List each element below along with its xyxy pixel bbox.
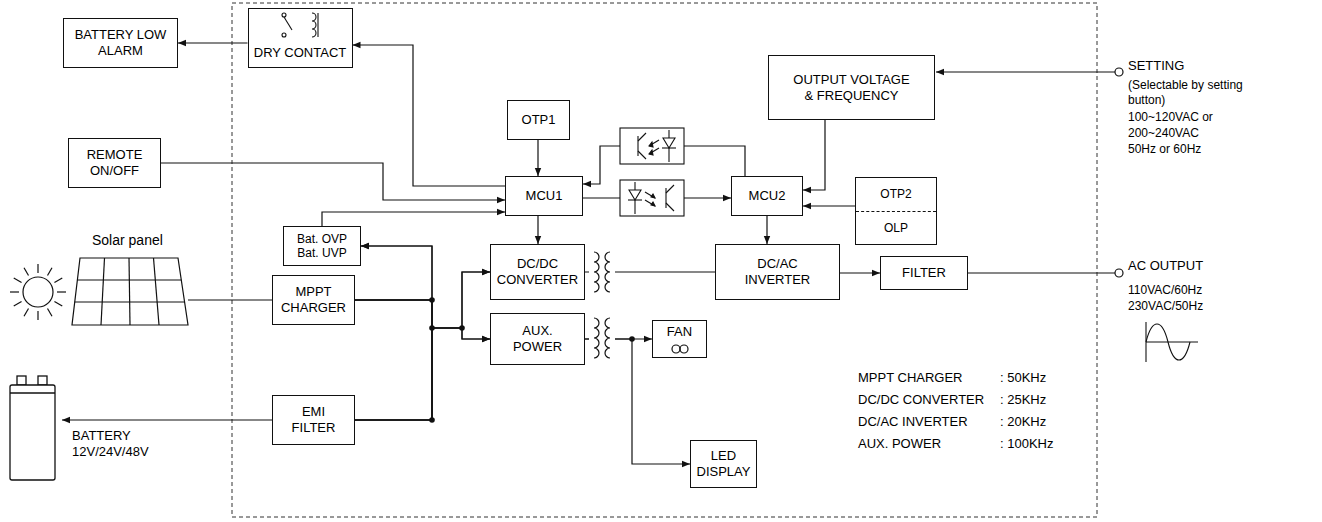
connector xyxy=(537,140,538,176)
annotation-label: DC/DC CONVERTER xyxy=(858,392,984,408)
node-text: DC/DC CONVERTER xyxy=(493,256,583,287)
connector xyxy=(161,163,505,200)
display-box: LED DISPLAY xyxy=(690,440,757,488)
node-text: MCU1 xyxy=(526,188,563,204)
protection-box: Bat. OVP Bat. UVP xyxy=(283,226,361,266)
protection-box: OTP1 xyxy=(507,100,570,140)
battery-icon xyxy=(10,376,55,480)
annotation-label: AC OUTPUT xyxy=(1128,258,1203,274)
annotation-label: SETTING xyxy=(1128,58,1184,74)
fan-symbol xyxy=(672,345,688,353)
charger-box: MPPT CHARGER xyxy=(272,275,355,325)
connector xyxy=(355,246,432,420)
node-text: OTP2 xyxy=(856,178,936,211)
node-text: REMOTE ON/OFF xyxy=(75,147,155,178)
dry-contact-relay: DRY CONTACT xyxy=(248,8,353,68)
sine-wave-symbol xyxy=(1146,322,1198,362)
connector xyxy=(355,300,490,339)
inverter-box: DC/AC INVERTER xyxy=(715,244,840,300)
protection-box: OTP2OLP xyxy=(855,177,937,245)
remote-box: REMOTE ON/OFF xyxy=(68,138,161,188)
terminal xyxy=(1115,269,1123,277)
optocoupler-symbol xyxy=(620,128,684,164)
connector xyxy=(322,212,505,226)
annotation-label: 110VAC/60Hz xyxy=(1128,283,1202,298)
node-text: FILTER xyxy=(902,265,946,281)
node-text: OTP1 xyxy=(522,112,556,128)
connector xyxy=(355,328,490,420)
connector xyxy=(803,120,825,190)
output-wire xyxy=(968,272,1115,273)
node-text: MPPT CHARGER xyxy=(276,284,351,315)
terminal xyxy=(1115,68,1123,76)
setting-wire xyxy=(936,71,1115,72)
connector xyxy=(355,272,490,420)
relay-symbol xyxy=(282,13,318,37)
alarm-box: BATTERY LOW ALARM xyxy=(63,18,178,68)
annotation-label: 50Hz or 60Hz xyxy=(1128,142,1201,157)
setting-box: OUTPUT VOLTAGE & FREQUENCY xyxy=(768,55,935,120)
filter-box: FILTER xyxy=(880,256,968,290)
annotation-label: : 20KHz xyxy=(1000,414,1046,430)
power-box: AUX. POWER xyxy=(490,313,585,365)
annotation-label: 200~240VAC xyxy=(1128,126,1199,141)
node-text: AUX. POWER xyxy=(508,323,568,354)
optocoupler-symbol xyxy=(620,180,684,216)
node-text: OLP xyxy=(856,211,936,245)
annotation-label: (Selectable by setting button) xyxy=(1128,78,1268,108)
converter-box: DC/DC CONVERTER xyxy=(490,244,585,300)
annotation-label: : 100KHz xyxy=(1000,436,1053,452)
junction-dot xyxy=(429,297,635,423)
solar-panel-icon xyxy=(72,258,188,325)
annotation-label: : 50KHz xyxy=(1000,370,1046,386)
connector xyxy=(803,205,855,206)
mcu-box: MCU2 xyxy=(731,176,803,216)
node-text: LED DISPLAY xyxy=(694,448,754,479)
mcu-box: MCU1 xyxy=(505,176,583,216)
annotation-label: 230VAC/50Hz xyxy=(1128,299,1203,314)
battery-wire xyxy=(62,419,272,420)
node-text: FAN xyxy=(667,324,692,340)
connector xyxy=(353,45,506,186)
fan-box: FAN xyxy=(652,320,707,358)
annotation-label: AUX. POWER xyxy=(858,436,941,452)
connector xyxy=(355,300,432,420)
annotation-label: Solar panel xyxy=(92,232,163,250)
node-text: BATTERY LOW ALARM xyxy=(71,27,171,58)
node-text: OUTPUT VOLTAGE & FREQUENCY xyxy=(792,72,912,103)
node-text: DRY CONTACT xyxy=(254,45,346,61)
annotation-label: DC/AC INVERTER xyxy=(858,414,968,430)
node-text: Bat. OVP Bat. UVP xyxy=(291,232,353,261)
node-text: MCU2 xyxy=(749,188,786,204)
connector xyxy=(840,272,880,273)
transformer-symbol xyxy=(589,250,615,362)
node-text: DC/AC INVERTER xyxy=(738,256,818,287)
connector xyxy=(355,246,432,300)
connector xyxy=(178,42,248,43)
solar-wire xyxy=(188,299,272,300)
filter-box: EMI FILTER xyxy=(272,395,355,445)
annotation-label: MPPT CHARGER xyxy=(858,370,963,386)
annotation-label: : 25KHz xyxy=(1000,392,1046,408)
connector xyxy=(766,216,767,244)
housing-border xyxy=(232,3,1097,517)
annotation-label: 100~120VAC or xyxy=(1128,110,1213,125)
sun-icon xyxy=(10,264,66,320)
annotation-label: BATTERY 12V/24V/48V xyxy=(72,428,167,461)
node-text: EMI FILTER xyxy=(289,404,339,435)
connector xyxy=(537,216,538,244)
